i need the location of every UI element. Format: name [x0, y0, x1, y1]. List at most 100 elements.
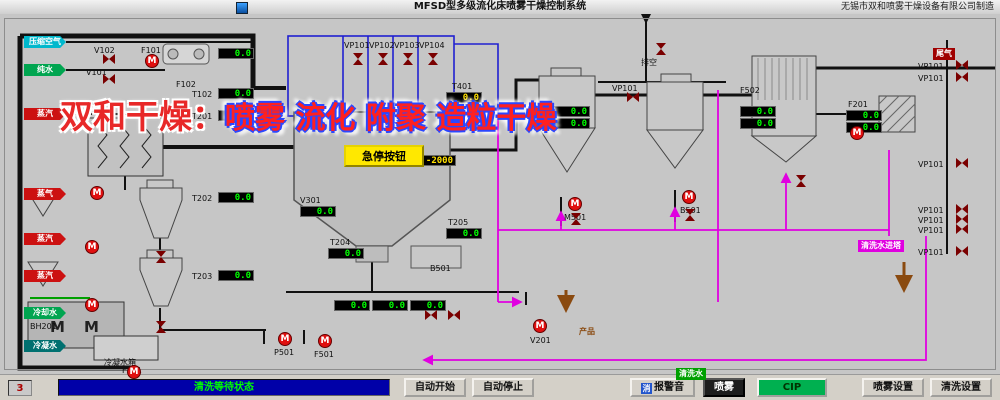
pump-icon[interactable]: M [145, 54, 159, 68]
valve-icon[interactable] [956, 204, 968, 214]
pump-icon[interactable]: M [127, 365, 141, 379]
device-label: T203 [192, 272, 213, 281]
device-label: VP103 [394, 41, 420, 50]
pump-icon[interactable]: M [682, 190, 696, 204]
valve-icon[interactable] [956, 60, 968, 70]
value-display: 0.0 [554, 118, 590, 129]
auto-start-button[interactable]: 自动开始 [404, 378, 466, 397]
clean-settings-button[interactable]: 清洗设置 [930, 378, 992, 397]
alarm-counter: 3 [8, 379, 32, 396]
device-label: F201 [848, 100, 868, 109]
valve-icon[interactable] [448, 310, 460, 320]
device-label: T401 [452, 82, 473, 91]
app-icon [236, 2, 248, 14]
valve-icon[interactable] [403, 53, 413, 65]
pump-icon[interactable]: M [318, 334, 332, 348]
valve-icon[interactable] [428, 53, 438, 65]
device-label: F501 [314, 350, 334, 359]
device-label: T102 [192, 90, 213, 99]
auto-stop-button[interactable]: 自动停止 [472, 378, 534, 397]
inlet-tag: 压缩空气 [24, 36, 66, 48]
device-label: F502 [740, 86, 760, 95]
valve-icon[interactable] [378, 53, 388, 65]
valve-icon[interactable] [956, 246, 968, 256]
valve-icon[interactable] [353, 53, 363, 65]
b501-box [410, 245, 462, 269]
value-display: 0.0 [218, 88, 254, 99]
piping-diagram: M M [17, 14, 996, 371]
spray-dryer-vessel [293, 111, 451, 263]
pump-icon[interactable]: M [85, 298, 99, 312]
valve-icon[interactable] [685, 209, 695, 221]
valve-icon[interactable] [656, 43, 666, 55]
valve-icon[interactable] [956, 72, 968, 82]
valve-icon[interactable] [956, 224, 968, 234]
valve-icon[interactable] [571, 213, 581, 225]
pump-icon[interactable]: M [850, 126, 864, 140]
pipe-tag: 产品 [579, 327, 595, 336]
product-lines [557, 262, 913, 313]
fluidbed-cyclone-2 [646, 73, 704, 169]
value-display: 0.0 [740, 118, 776, 129]
spray-settings-button[interactable]: 喷雾设置 [862, 378, 924, 397]
inlet-tag: 蒸汽 [24, 108, 66, 120]
value-display: 0.0 [446, 92, 482, 103]
device-label: VP101 [918, 62, 944, 71]
device-label: T205 [448, 218, 469, 227]
valve-icon[interactable] [156, 321, 166, 333]
value-display: 0.0 [218, 48, 254, 59]
device-label: T201 [192, 112, 213, 121]
inlet-tag: 蒸汽 [24, 270, 66, 282]
title-bar: MFSD型多级流化床喷雾干燥控制系统 无锡市双和喷雾干燥设备有限公司制造 [0, 0, 1000, 15]
valve-icon[interactable] [956, 214, 968, 224]
device-label: VP101 [918, 248, 944, 257]
value-display: 0.0 [446, 228, 482, 239]
heater-vessel [87, 117, 164, 177]
device-label: VP101 [612, 84, 638, 93]
value-display: 0.0 [846, 110, 882, 121]
pump-icon[interactable]: M [568, 197, 582, 211]
cyclone-left-1 [139, 179, 183, 239]
inlet-tag: 蒸汽 [24, 233, 66, 245]
valve-icon[interactable] [627, 92, 639, 102]
mute-alarm-button[interactable]: 消报警音 [630, 378, 695, 397]
pipe-tag: 尾气 [933, 48, 955, 60]
pump-icon[interactable]: M [85, 240, 99, 254]
valve-icon[interactable] [796, 175, 806, 187]
valve-icon[interactable] [956, 158, 968, 168]
device-label: VP101 [918, 160, 944, 169]
mute-icon: 消 [641, 383, 652, 394]
cip-button[interactable]: CIP [757, 378, 827, 397]
device-label: VP102 [369, 41, 395, 50]
valve-icon[interactable] [156, 251, 166, 263]
emergency-stop-button[interactable]: 急停按钮 [344, 145, 424, 167]
condensate-tank [93, 335, 159, 361]
svg-text:M: M [84, 318, 99, 336]
manufacturer-text: 无锡市双和喷雾干燥设备有限公司制造 [840, 2, 994, 12]
pump-icon[interactable]: M [278, 332, 292, 346]
spray-button[interactable]: 喷雾 [703, 378, 745, 397]
device-label: B501 [430, 264, 451, 273]
pump-icon[interactable]: M [533, 319, 547, 333]
pump-icon[interactable]: M [90, 186, 104, 200]
value-display: 0.0 [846, 122, 882, 133]
device-label: VP101 [918, 226, 944, 235]
page-title: MFSD型多级流化床喷雾干燥控制系统 [413, 1, 587, 12]
pipe-tag: 清洗水 [676, 368, 706, 380]
device-label: VP101 [344, 41, 370, 50]
inlet-tag: 蒸气 [24, 188, 66, 200]
device-label: VP101 [918, 206, 944, 215]
control-toolbar: 3 清洗等待状态 自动开始 自动停止 消报警音 喷雾 CIP 喷雾设置 清洗设置 [0, 374, 1000, 400]
value-display: 0.0 [328, 248, 364, 259]
value-display: 0.0 [218, 192, 254, 203]
device-label: P501 [274, 348, 295, 357]
inlet-tag: 冷却水 [24, 307, 66, 319]
device-label: F101 [141, 46, 161, 55]
valve-icon[interactable] [103, 74, 115, 84]
valve-icon[interactable] [425, 310, 437, 320]
valve-icon[interactable] [103, 54, 115, 64]
status-message-bar: 清洗等待状态 [58, 379, 390, 396]
value-display: 0.0 [218, 110, 254, 121]
